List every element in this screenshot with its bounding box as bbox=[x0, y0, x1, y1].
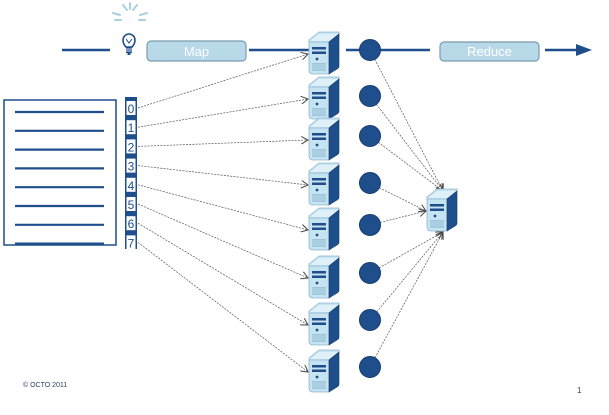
partition-to-mapper-edges bbox=[137, 54, 308, 372]
map-edge bbox=[137, 165, 308, 185]
partition-index-label: 0 bbox=[128, 102, 135, 116]
intermediate-result-node bbox=[359, 309, 381, 331]
mapper-5 bbox=[308, 255, 340, 299]
partition-index-label: 6 bbox=[128, 217, 135, 231]
mapper-7 bbox=[308, 349, 340, 393]
server-icon bbox=[308, 117, 340, 161]
server-icon bbox=[308, 349, 340, 393]
mapper-2 bbox=[308, 117, 340, 161]
partition-column: 0 1 2 3 4 5 6 7 bbox=[125, 97, 137, 250]
partition-index-label: 7 bbox=[128, 236, 135, 250]
partition-index-label: 4 bbox=[128, 179, 135, 193]
page-number: 1 bbox=[577, 386, 582, 395]
server-icon bbox=[308, 162, 340, 206]
server-icon bbox=[308, 31, 340, 75]
reduce-edge bbox=[376, 104, 443, 191]
copyright-text: © OCTO 2011 bbox=[23, 382, 68, 389]
mapper-3 bbox=[308, 162, 340, 206]
reduce-edge bbox=[374, 59, 443, 191]
document-icon bbox=[3, 99, 117, 246]
partition-index-label: 2 bbox=[128, 140, 135, 154]
mapper-1 bbox=[308, 76, 340, 120]
partition-cell: 7 bbox=[126, 235, 136, 250]
intermediate-result-node bbox=[359, 125, 381, 147]
partition-index-label: 5 bbox=[128, 198, 135, 212]
mapper-0 bbox=[308, 31, 340, 75]
intermediate-result-node bbox=[359, 39, 381, 61]
mapper-servers bbox=[308, 31, 340, 393]
reduce-edge bbox=[380, 211, 426, 223]
stage-map: Map bbox=[146, 40, 247, 62]
partition-cell: 3 bbox=[126, 158, 136, 174]
map-edge bbox=[137, 184, 308, 230]
intermediate-result-node bbox=[359, 172, 381, 194]
partition-cell: 5 bbox=[126, 197, 136, 212]
map-edge bbox=[137, 203, 308, 278]
reduce-edge bbox=[374, 232, 443, 358]
lightbulb-rays bbox=[112, 2, 148, 21]
reduce-edge bbox=[378, 142, 443, 191]
stage-reduce: Reduce bbox=[439, 41, 540, 62]
lightbulb-icon bbox=[122, 33, 136, 55]
map-edge bbox=[137, 54, 308, 109]
server-icon bbox=[308, 76, 340, 120]
reduce-edge bbox=[378, 232, 443, 269]
reducer-server bbox=[426, 188, 458, 232]
flow-arrowhead bbox=[576, 44, 592, 56]
intermediate-result-node bbox=[359, 85, 381, 107]
server-icon bbox=[308, 207, 340, 251]
map-edge bbox=[137, 242, 308, 372]
mapper-6 bbox=[308, 302, 340, 346]
intermediate-result-node bbox=[359, 356, 381, 378]
intermediate-result-node bbox=[359, 214, 381, 236]
reduce-edge bbox=[379, 187, 426, 211]
server-icon bbox=[308, 302, 340, 346]
server-icon bbox=[426, 188, 458, 232]
partition-cell: 2 bbox=[126, 139, 136, 154]
map-edge bbox=[137, 140, 308, 147]
partition-cell: 4 bbox=[126, 177, 136, 193]
partition-cell: 6 bbox=[126, 216, 136, 231]
map-edge bbox=[137, 222, 308, 325]
stage-map-label: Map bbox=[184, 44, 209, 59]
partition-cell: 0 bbox=[126, 101, 136, 116]
reduce-edge bbox=[376, 232, 443, 313]
partition-index-label: 3 bbox=[128, 160, 135, 174]
map-edge bbox=[137, 99, 308, 128]
intermediate-to-reducer-edges bbox=[374, 59, 443, 358]
partition-index-label: 1 bbox=[128, 121, 135, 135]
intermediate-result-node bbox=[359, 262, 381, 284]
partition-cell: 1 bbox=[126, 120, 136, 135]
intermediate-results bbox=[359, 39, 381, 378]
stage-reduce-label: Reduce bbox=[467, 44, 512, 59]
server-icon bbox=[308, 255, 340, 299]
mapper-4 bbox=[308, 207, 340, 251]
